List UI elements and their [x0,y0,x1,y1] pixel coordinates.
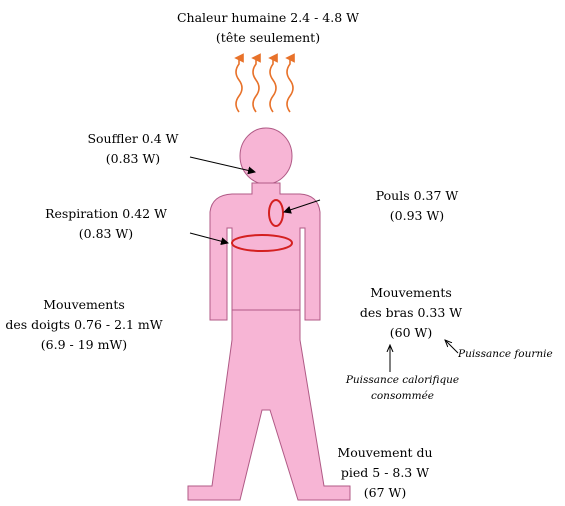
legs [188,310,350,500]
pulse-label: Pouls 0.37 W (0.93 W) [367,186,467,226]
fingers-label: Mouvements des doigts 0.76 - 2.1 mW (6.9… [0,295,168,355]
breath-blow-label: Souffler 0.4 W (0.83 W) [78,129,188,169]
heat-label: Chaleur humaine 2.4 - 4.8 W (tête seulem… [160,8,376,48]
feet-label: Mouvement du pied 5 - 8.3 W (67 W) [330,443,440,503]
human-figure [188,128,350,500]
power-supplied-note: Puissance fournie [458,346,565,362]
heat-consumed-note: Puissance calorifique consommée [340,372,465,404]
arms-label: Mouvements des bras 0.33 W (60 W) [352,283,470,343]
heat-waves-icon [236,58,293,112]
respiration-label: Respiration 0.42 W (0.83 W) [36,204,176,244]
head [240,128,292,184]
